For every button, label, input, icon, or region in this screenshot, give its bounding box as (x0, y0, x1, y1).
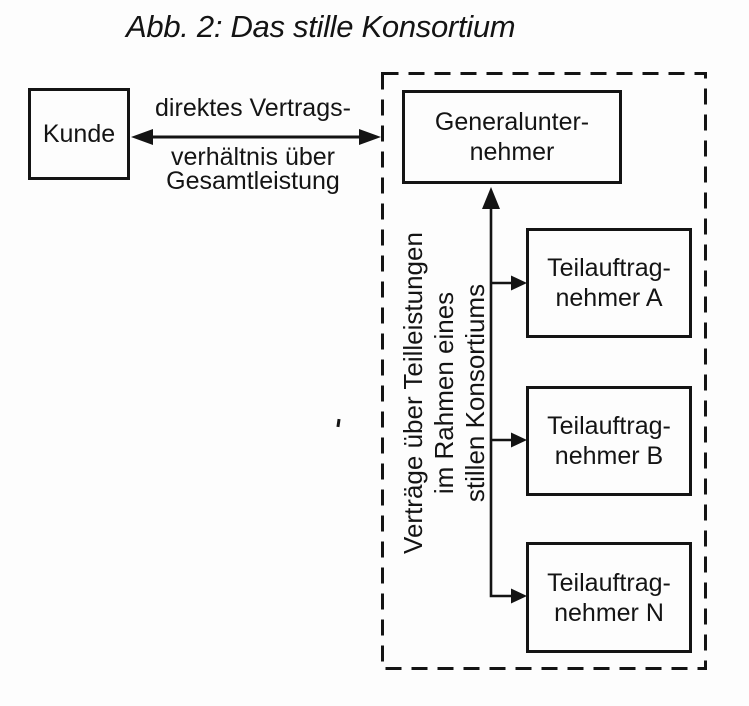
consortium-dashed-border (381, 72, 707, 670)
node-teilauftragnehmer-a: Teilauftrag- nehmer A (526, 228, 692, 338)
branch-arrow-to-a (492, 275, 527, 291)
edge-label-verhaeltnis-gesamtleistung: verhältnis über Gesamtleistung (166, 143, 340, 195)
branch-arrow-to-b (492, 432, 527, 448)
arrowhead-left-icon (131, 129, 153, 145)
figure-title: Abb. 2: Das stille Konsortium (126, 9, 516, 44)
node-teilauftragnehmer-n: Teilauftrag- nehmer N (526, 542, 692, 653)
edge-label-direktes-vertrags: direktes Vertrags- (155, 94, 351, 122)
trunk-arrow-to-general (482, 187, 527, 604)
node-kunde-label: Kunde (42, 120, 116, 148)
arrowhead-to-a-icon (511, 275, 527, 291)
double-arrow-kunde-general (131, 129, 381, 145)
edge-label-vertraege-konsortium: Verträge über Teilleistungen im Rahmen e… (398, 232, 490, 554)
arrowhead-right-icon (359, 129, 381, 145)
arrowhead-to-n-icon (511, 588, 527, 604)
node-teilauftragnehmer-b: Teilauftrag- nehmer B (526, 386, 692, 496)
node-kunde: Kunde (28, 88, 130, 180)
arrowhead-up-icon (482, 187, 500, 209)
node-generalunternehmer: Generalunter- nehmer (402, 90, 622, 184)
arrowhead-to-b-icon (511, 432, 527, 448)
